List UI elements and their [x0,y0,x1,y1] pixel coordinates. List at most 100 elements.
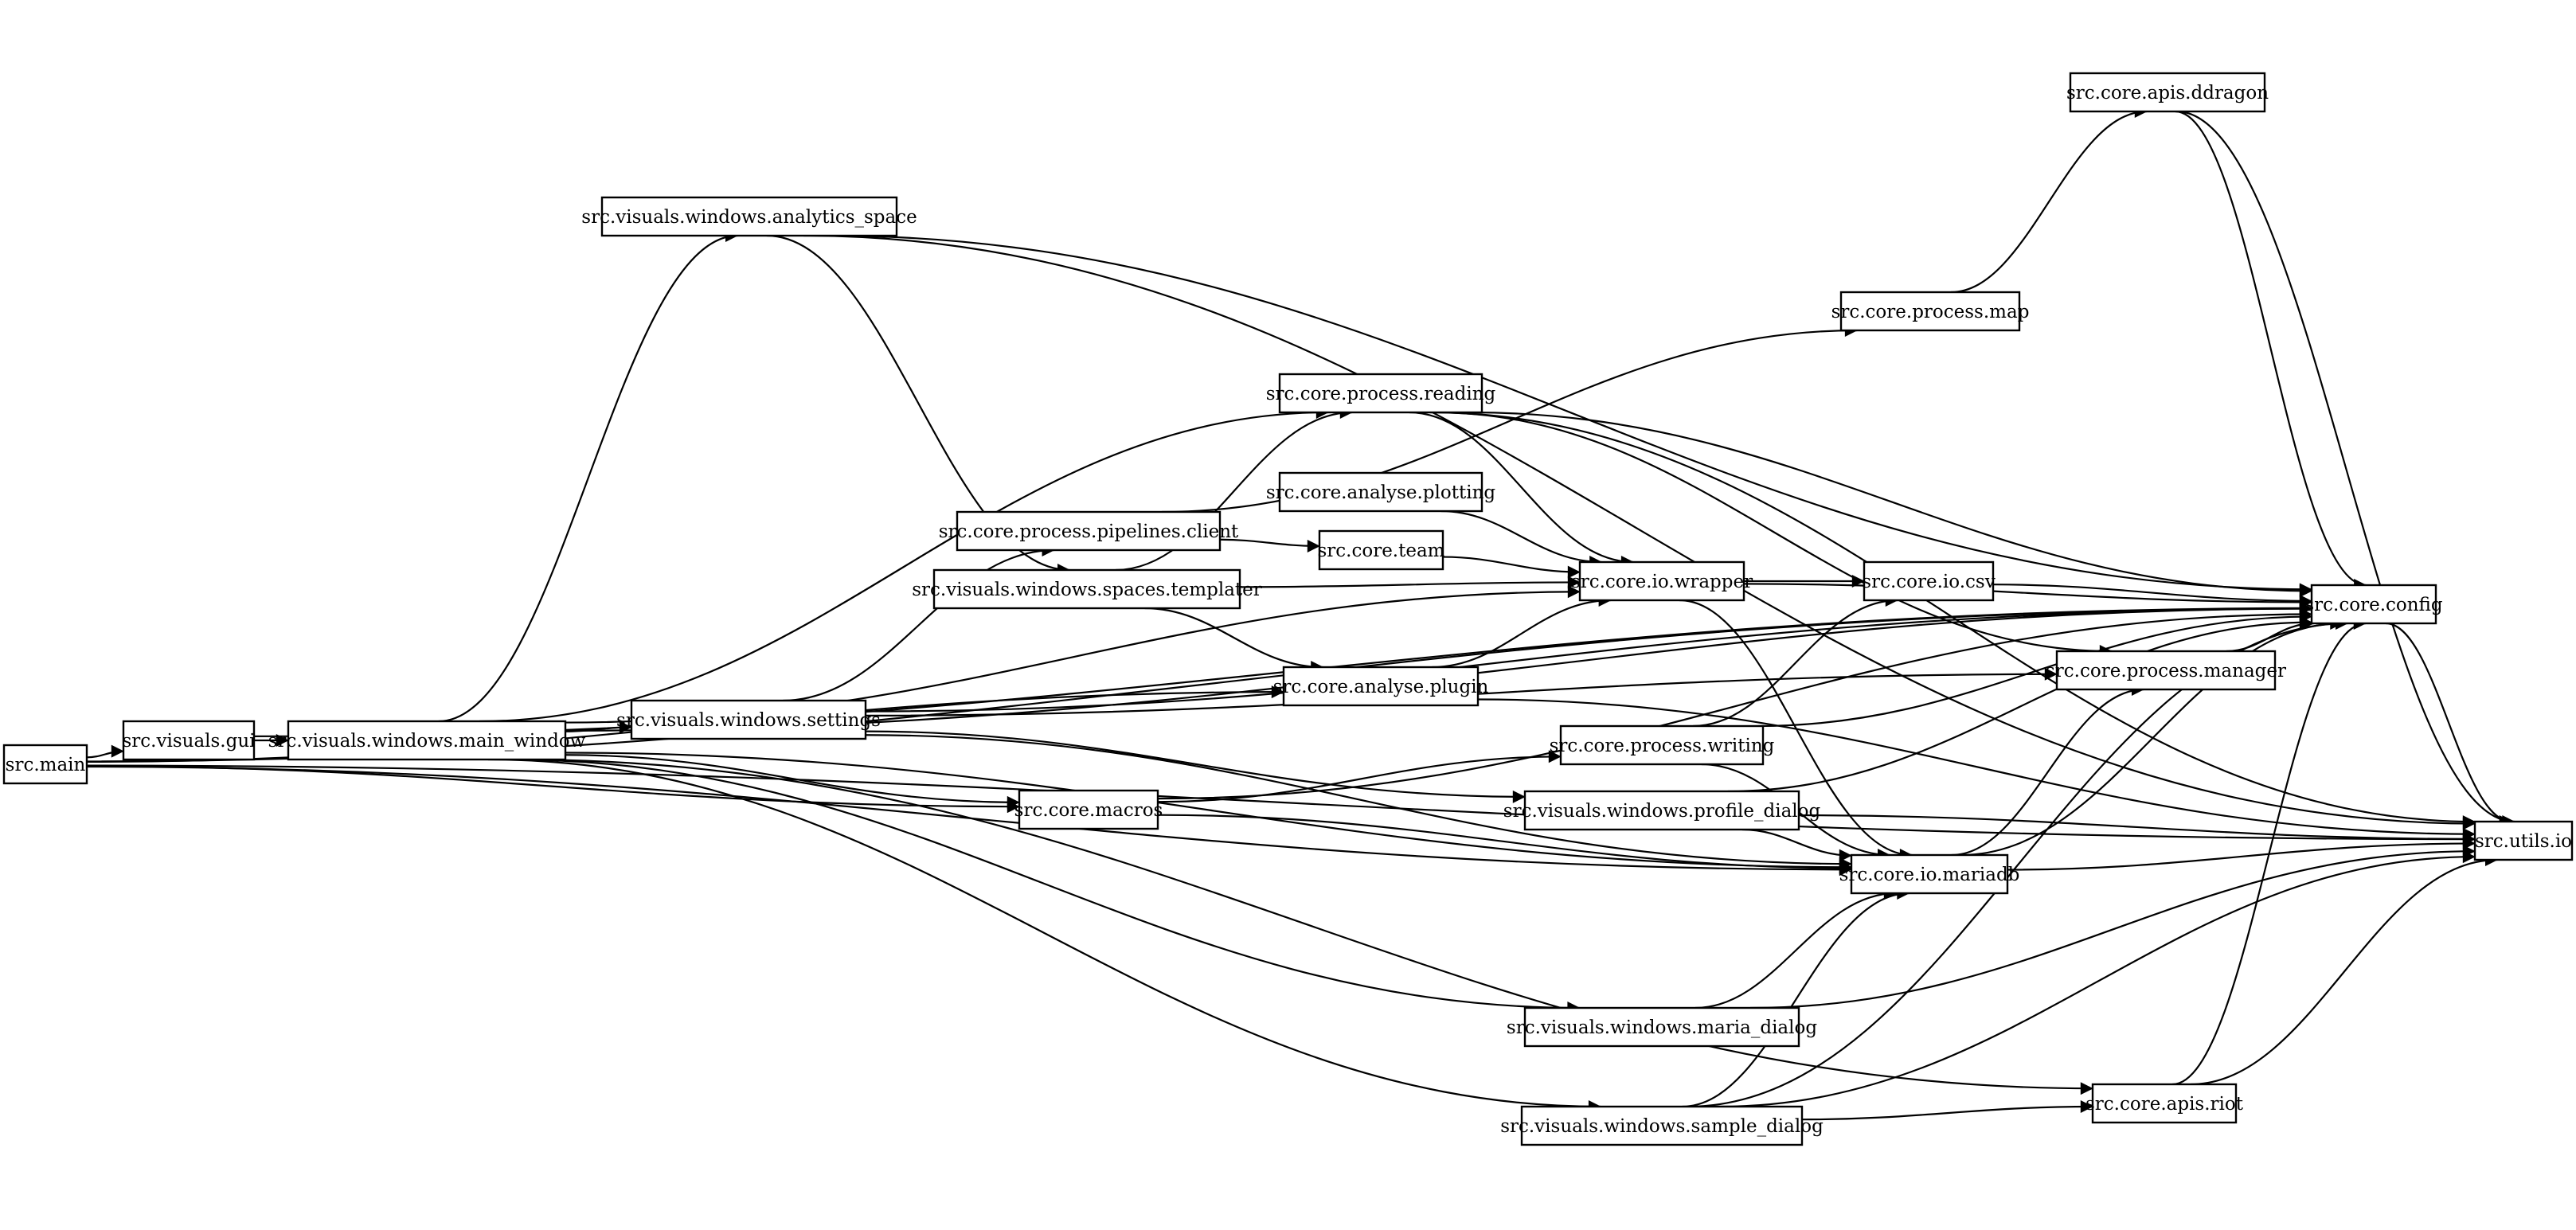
node-process-reading: src.core.process.reading [1266,373,1496,414]
node-pipelines-client: src.core.process.pipelines.client [939,510,1239,552]
node-box [1318,529,1444,571]
edge-process_reading-to-process_manager [1434,411,2113,658]
edge-maria_dialog-to-utils_io [1749,845,2476,1009]
edge-io_wrapper-to-io_mariadb [1679,599,1913,861]
edge-analytics_space-to-config [829,234,2312,596]
edge-settings-to-io_mariadb [865,734,1852,871]
node-analytics-space: src.visuals.windows.analytics_space [581,196,917,237]
edge-main-to-gui [86,744,124,759]
edge-pipelines_client-to-process_map [1161,324,1858,513]
edge-config-to-utils_io [2386,622,2512,828]
edge-profile_dialog-to-utils_io [1798,814,2476,845]
edge-spaces_templater-to-process_reading [1115,406,1353,572]
node-team: src.core.team [1317,529,1445,571]
node-io-wrapper: src.core.io.wrapper [1571,560,1753,602]
edge-main_window-to-sample_dialog [487,758,1601,1113]
node-config: src.core.config [2304,584,2443,625]
edge-process_map-to-apis_ddragon [1951,105,2148,294]
edge-profile_dialog-to-io_mariadb [1741,828,1852,862]
node-box [1863,560,1995,602]
node-process-map: src.core.process.map [1831,291,2029,332]
node-box [122,720,256,761]
node-macros: src.core.macros [1014,789,1163,830]
edge-pipelines_client-to-team [1219,538,1320,553]
node-label: src.core.config [2304,595,2443,615]
node-profile-dialog: src.visuals.windows.profile_dialog [1503,790,1821,831]
node-box [1278,373,1483,414]
edge-sample_dialog-to-apis_riot [1801,1099,2093,1121]
node-label: src.utils.io [2475,831,2572,852]
edge-main-to-utils_io [86,764,2476,846]
edge-main_window-to-io_mariadb [565,752,1852,874]
edge-main_window-to-apis_riot [518,758,2093,1095]
node-box [600,196,898,237]
node-label: src.core.macros [1014,800,1163,821]
node-box [1578,560,1745,602]
node-box [287,720,567,761]
edge-sample_dialog-to-io_mariadb [1682,887,1910,1108]
node-label: src.visuals.windows.maria_dialog [1507,1017,1817,1038]
edge-team-to-io_wrapper [1442,556,1581,579]
node-box [1018,789,1159,830]
edge-io_mariadb-to-process_manager [1951,683,2144,857]
node-utils-io: src.utils.io [2473,820,2574,861]
node-box [630,699,867,740]
node-io-csv: src.core.io.csv [1862,560,1996,602]
node-label: src.visuals.windows.settings [616,710,881,731]
edge-process_reading-to-config [1470,411,2312,598]
node-box [2069,72,2266,113]
node-label: src.core.process.pipelines.client [939,521,1239,542]
edge-macros-to-config [1157,607,2312,800]
node-label: src.core.io.mariadb [1839,865,2020,885]
node-label: src.core.team [1317,541,1444,561]
node-box [956,510,1222,552]
node-box [2091,1083,2238,1124]
node-label: src.core.apis.riot [2085,1094,2244,1115]
edge-process_reading-to-utils_io [1429,411,2476,829]
edge-apis_riot-to-utils_io [2190,853,2498,1086]
node-label: src.core.apis.ddragon [2066,83,2269,103]
edge-apis_ddragon-to-config [2175,110,2367,592]
node-gui: src.visuals.gui [122,720,256,761]
edge-process_writing-to-config [1758,610,2312,728]
edge-analyse_plugin-to-utils_io [1477,698,2476,841]
node-label: src.visuals.windows.main_window [268,731,586,752]
edge-io_wrapper-to-config [1743,583,2312,609]
edge-analyse_plugin-to-io_wrapper [1432,594,1612,669]
node-box [1523,1006,1800,1048]
node-process-manager: src.core.process.manager [2046,650,2286,691]
edge-main_window-to-macros [565,754,1020,809]
edge-main_window-to-analytics_space [438,229,739,723]
edge-main_window-to-process_reading [479,406,1329,723]
edge-settings-to-pipelines_client [783,544,1055,702]
node-apis-ddragon: src.core.apis.ddragon [2066,72,2269,113]
node-label: src.visuals.windows.profile_dialog [1503,801,1821,822]
node-io-mariadb: src.core.io.mariadb [1839,853,2020,895]
node-label: src.core.process.reading [1266,384,1496,404]
node-spaces-templater: src.visuals.windows.spaces.templater [912,568,1262,610]
node-box [2310,584,2437,625]
edge-apis_riot-to-config [2172,617,2367,1086]
node-box [1559,724,1765,766]
edge-analytics_space-to-utils_io [803,234,2476,830]
node-label: src.core.io.wrapper [1571,572,1753,592]
edge-macros-to-process_writing [1157,750,1562,803]
edge-process_reading-to-io_wrapper [1409,411,1634,568]
edge-profile_dialog-to-config [1727,615,2312,793]
edge-apis_ddragon-to-utils_io [2176,110,2515,828]
node-box [1282,666,1480,707]
node-maria-dialog: src.visuals.windows.maria_dialog [1507,1006,1817,1048]
edge-sample_dialog-to-utils_io [1719,850,2476,1108]
node-box [1850,853,2009,895]
edge-io_mariadb-to-utils_io [2007,837,2476,871]
node-label: src.core.io.csv [1862,572,1995,592]
node-process-writing: src.core.process.writing [1550,724,1775,766]
edge-spaces_templater-to-io_wrapper [1239,576,1581,589]
node-analyse-plugin: src.core.analyse.plugin [1273,666,1489,707]
edge-maria_dialog-to-io_mariadb [1695,887,1897,1009]
edge-main_window-to-maria_dialog [509,758,1581,1014]
node-label: src.visuals.windows.sample_dialog [1500,1116,1824,1137]
node-box [1839,291,2021,332]
node-box [932,568,1241,610]
